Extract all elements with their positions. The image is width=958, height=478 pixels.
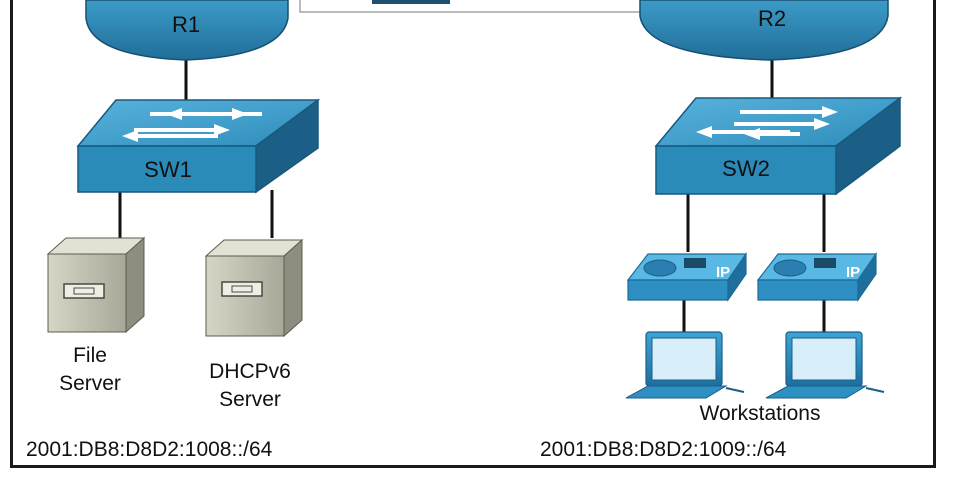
workstation-icon	[765, 331, 885, 399]
router-r1: R1	[85, 0, 289, 61]
switch-arrows-icon	[696, 106, 838, 140]
switch-sw1-label: SW1	[144, 157, 192, 182]
workstations-label: Workstations	[700, 402, 821, 425]
network-prefix-left: 2001:DB8:D8D2:1008::/64	[26, 438, 273, 461]
wan-link	[299, 0, 693, 13]
dhcpv6-server-icon	[204, 238, 304, 338]
links	[118, 60, 826, 332]
ip-phone-2-label: IP	[846, 264, 860, 281]
ip-phone-1-label: IP	[716, 264, 730, 281]
router-r2-label: R2	[758, 6, 786, 31]
workstation-icon	[625, 331, 745, 399]
diagram-frame	[10, 0, 936, 468]
ip-phone-icon: IP	[756, 252, 878, 302]
network-prefix-right: 2001:DB8:D8D2:1009::/64	[540, 438, 787, 461]
file-server-label-2: Server	[59, 372, 121, 395]
switch-sw1: SW1	[76, 98, 321, 194]
ip-phone-icon: IP	[626, 252, 748, 302]
router-r1-label: R1	[172, 12, 200, 37]
switch-sw2-label: SW2	[722, 156, 770, 181]
dhcpv6-server-label-2: Server	[219, 388, 281, 411]
router-r2: R2	[639, 0, 889, 61]
file-server-icon	[46, 236, 146, 334]
switch-sw2: SW2	[654, 96, 903, 196]
dhcpv6-server-label-1: DHCPv6	[209, 360, 291, 383]
switch-arrows-icon	[122, 108, 262, 142]
file-server-label-1: File	[73, 344, 107, 367]
